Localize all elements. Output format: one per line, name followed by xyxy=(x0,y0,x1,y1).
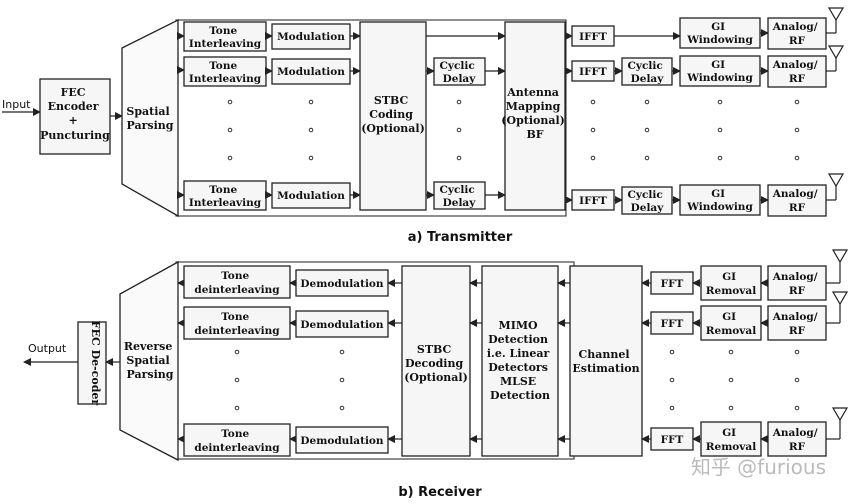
tx-antenna-icon-2 xyxy=(826,45,845,72)
fft-label-1: FFT xyxy=(661,278,684,290)
gi-removal-block-1 xyxy=(700,265,762,301)
rx-antenna-icon-2 xyxy=(826,291,849,324)
tx-cyclic-delay-block-4 xyxy=(621,186,673,215)
channel-estimation-label: Channel Estimation xyxy=(572,348,639,375)
antenna-mapping-label: Antenna Mapping (Optional) BF xyxy=(501,86,568,141)
tx-cyclic-delay-label-4: Cyclic Delay xyxy=(628,189,667,214)
tone-deinterleaving-block-1 xyxy=(183,265,291,299)
mimo-detection-label: MIMO Detection i.e. Linear Detectors MLS… xyxy=(487,319,553,402)
modulation-block-1 xyxy=(271,23,351,50)
spatial-parsing-block xyxy=(121,18,179,218)
tx-analog-rf-block-2 xyxy=(767,55,827,88)
stbc-coding-block xyxy=(359,21,427,211)
tone-interleaving-block-1 xyxy=(183,21,267,52)
tx-antenna-icon-1 xyxy=(826,7,845,34)
gi-windowing-block-2 xyxy=(679,55,761,87)
gi-removal-label-3: GI Removal xyxy=(706,427,756,453)
mimo-detection-block xyxy=(481,265,559,457)
fft-label-3: FFT xyxy=(661,434,684,446)
demodulation-label-3: Demodulation xyxy=(300,435,384,447)
tx-cyclic-delay-label-2: Cyclic Delay xyxy=(440,184,479,209)
gi-windowing-label-3: GI Windowing xyxy=(686,188,753,213)
watermark-text: 知乎 @furious xyxy=(691,455,826,479)
tone-interleaving-block-2 xyxy=(183,56,267,87)
rx-analog-rf-block-1 xyxy=(767,265,827,301)
gi-windowing-block-3 xyxy=(679,184,761,216)
transmitter-section: Input FEC Encoder + Puncturing Spatial P… xyxy=(2,7,845,245)
tone-interleaving-label-2: Tone Interleaving xyxy=(189,60,262,85)
demodulation-block-1 xyxy=(295,269,389,297)
tx-analog-rf-block-3 xyxy=(767,184,827,217)
modulation-label-1: Modulation xyxy=(277,31,345,43)
modulation-label-2: Modulation xyxy=(277,66,345,78)
demodulation-label-1: Demodulation xyxy=(300,278,384,290)
tx-analog-rf-label-2: Analog/ RF xyxy=(772,59,821,85)
tone-deinterleaving-label-3: Tone deinterleaving xyxy=(194,428,280,454)
tx-cyclic-delay-label-1: Cyclic Delay xyxy=(440,60,479,85)
gi-removal-label-2: GI Removal xyxy=(706,311,756,337)
transmitter-caption: a) Transmitter xyxy=(408,230,513,245)
continuation-dots xyxy=(227,99,800,411)
stbc-decoding-block xyxy=(401,265,471,457)
fft-label-2: FFT xyxy=(661,318,684,330)
rx-analog-rf-label-1: Analog/ RF xyxy=(772,271,821,297)
gi-removal-block-2 xyxy=(700,305,762,341)
gi-windowing-label-1: GI Windowing xyxy=(686,21,753,46)
rx-analog-rf-label-3: Analog/ RF xyxy=(772,427,821,453)
tx-input-label: Input xyxy=(2,98,31,111)
spatial-parsing-label: Spatial Parsing xyxy=(126,105,173,132)
demodulation-block-2 xyxy=(295,310,389,338)
fec-encoder-block xyxy=(39,78,111,155)
tone-interleaving-label-1: Tone Interleaving xyxy=(189,25,262,50)
antenna-mapping-block xyxy=(504,21,566,211)
tx-cyclic-delay-block-3 xyxy=(621,57,673,86)
receiver-section: Output FEC De-coder Reverse Spatial Pars… xyxy=(23,249,849,500)
reverse-spatial-parsing-label: Reverse Spatial Parsing xyxy=(124,340,176,381)
rx-analog-rf-label-2: Analog/ RF xyxy=(772,311,821,337)
channel-estimation-block xyxy=(569,265,643,457)
ifft-label-3: IFFT xyxy=(579,195,607,207)
tx-cyclic-delay-block-1 xyxy=(433,57,486,86)
demodulation-label-2: Demodulation xyxy=(300,319,384,331)
rx-antenna-icon-3 xyxy=(826,407,849,440)
tx-antenna-icon-3 xyxy=(826,173,845,201)
fec-decoder-label: FEC De-coder xyxy=(89,321,102,406)
reverse-spatial-parsing-block xyxy=(119,260,179,462)
receiver-caption: b) Receiver xyxy=(398,485,482,500)
tx-analog-rf-label-3: Analog/ RF xyxy=(772,188,821,214)
stbc-coding-label: STBC Coding (Optional) xyxy=(361,94,425,135)
tone-interleaving-label-3: Tone Interleaving xyxy=(189,184,262,209)
tx-cyclic-delay-block-2 xyxy=(433,181,486,210)
modulation-block-3 xyxy=(271,182,351,209)
tone-deinterleaving-label-2: Tone deinterleaving xyxy=(194,311,280,337)
modulation-block-2 xyxy=(271,58,351,85)
fec-encoder-label: FEC Encoder + Puncturing xyxy=(40,86,110,142)
tx-cyclic-delay-label-3: Cyclic Delay xyxy=(628,60,667,85)
stbc-decoding-label: STBC Decoding (Optional) xyxy=(404,343,468,384)
rx-antenna-icon-1 xyxy=(826,249,849,284)
modulation-label-3: Modulation xyxy=(277,190,345,202)
rx-output-label: Output xyxy=(28,342,67,355)
gi-removal-block-3 xyxy=(700,421,762,457)
tx-analog-rf-label-1: Analog/ RF xyxy=(772,21,821,47)
gi-removal-label-1: GI Removal xyxy=(706,271,756,297)
tone-deinterleaving-label-1: Tone deinterleaving xyxy=(194,270,280,296)
ifft-label-2: IFFT xyxy=(579,66,607,78)
ifft-label-1: IFFT xyxy=(579,31,607,43)
gi-windowing-label-2: GI Windowing xyxy=(686,59,753,84)
